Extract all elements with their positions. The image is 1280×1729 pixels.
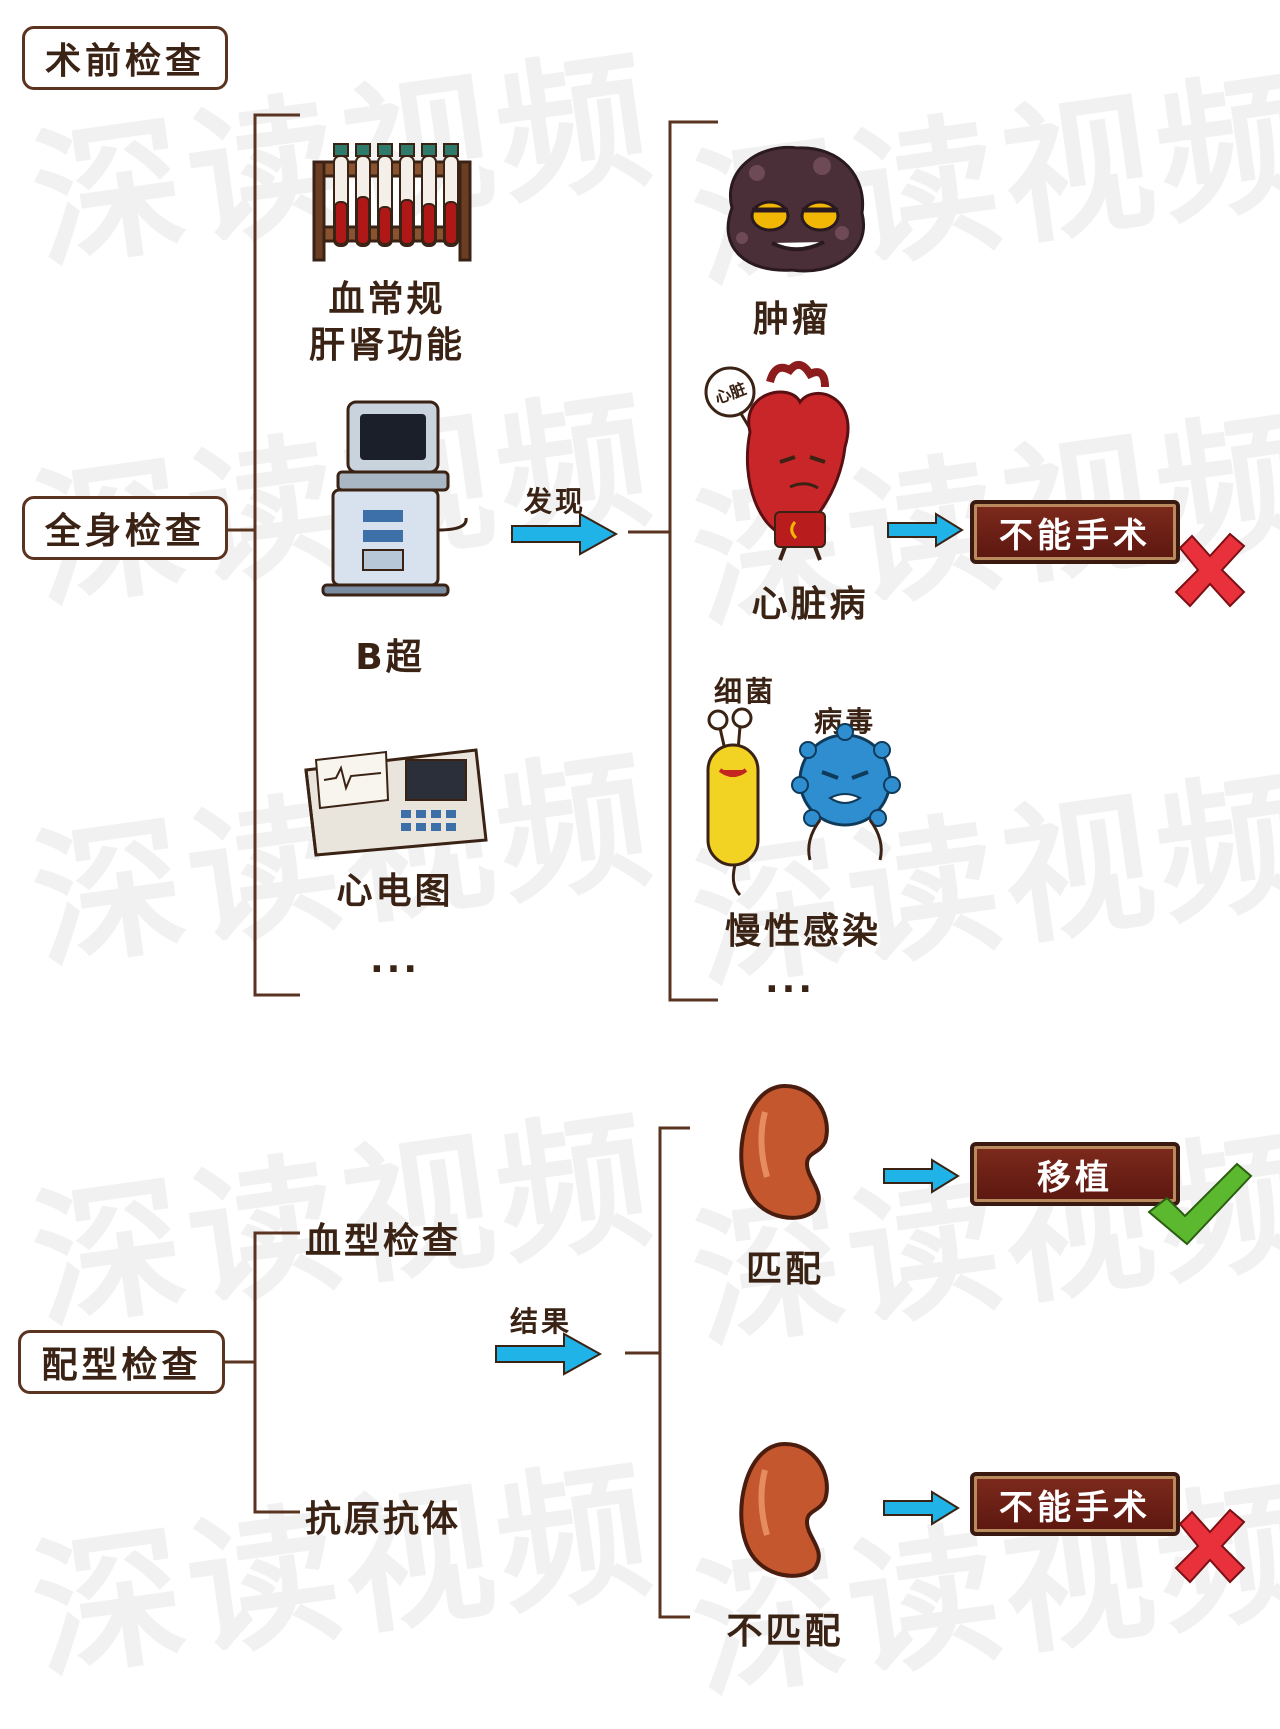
finding-label-heart-disease: 心脏病 [751, 584, 869, 625]
arrow-label-found: 发现 [523, 485, 586, 518]
test-label-more: ... [369, 940, 421, 981]
test-label-blood-routine: 血常规 [328, 279, 446, 320]
arrow-icon [883, 1490, 960, 1526]
heart-icon [704, 360, 850, 561]
outcome-plaque-no-surgery: 不能手术 [970, 500, 1180, 564]
arrow-icon [511, 512, 619, 556]
root-node-matching-exam: 配型检查 [18, 1330, 225, 1394]
root-node-full-body-exam: 全身检查 [22, 496, 228, 560]
test-tubes-icon [312, 143, 472, 262]
outcome-plaque-no-surgery: 不能手术 [970, 1472, 1180, 1536]
tumor-icon [726, 145, 865, 273]
x-mark-icon [1174, 1508, 1246, 1584]
finding-label-tumor: 肿瘤 [752, 299, 831, 340]
finding-label-more: ... [764, 960, 816, 1001]
test-label-antigen-antibody: 抗原抗体 [305, 1499, 462, 1540]
microbe-icon [706, 707, 901, 897]
kidney-icon [739, 1083, 829, 1220]
kidney-icon [739, 1441, 829, 1578]
test-label-blood-type: 血型检查 [305, 1221, 462, 1262]
outcome-plaque-transplant: 移植 [970, 1142, 1180, 1206]
ecg-machine-icon [304, 748, 488, 857]
x-mark-icon [1174, 532, 1246, 608]
test-label-ultrasound: B超 [355, 637, 425, 678]
finding-label-chronic-infection: 慢性感染 [724, 911, 881, 952]
bacteria-label: 细菌 [713, 675, 776, 708]
test-label-liver-kidney: 肝肾功能 [308, 325, 465, 366]
section-title: 术前检查 [22, 26, 228, 90]
arrow-icon [887, 512, 964, 548]
result-label-match: 匹配 [745, 1249, 824, 1290]
check-mark-icon [1147, 1162, 1253, 1246]
result-label-no-match: 不匹配 [726, 1611, 844, 1652]
arrow-icon [883, 1158, 960, 1194]
arrow-icon [495, 1332, 603, 1376]
arrow-label-result: 结果 [509, 1305, 572, 1338]
test-label-ecg: 心电图 [336, 871, 454, 912]
ultrasound-machine-icon [321, 400, 468, 597]
